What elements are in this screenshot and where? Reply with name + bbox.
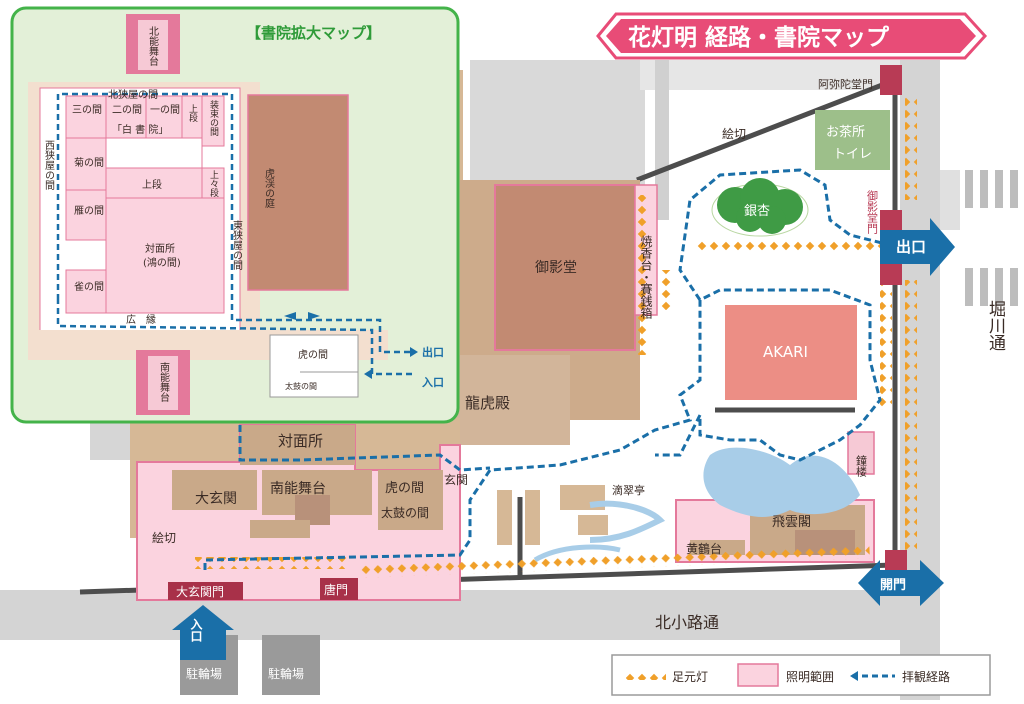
page-title: 花灯明 経路・書院マップ [628,24,890,51]
akari-building [725,305,857,400]
svg-text:雀の間: 雀の間 [74,281,104,293]
ginkgo-tree-icon [711,178,809,237]
daigenkan-gate-label: 大玄関門 [176,584,224,599]
ryukoden-label: 龍虎殿 [465,394,510,412]
horikawa-label: 堀川通 [985,300,1006,351]
karamon-gate-marker [320,578,358,600]
map-labels: 阿弥陀堂門 絵切 お茶所 トイレ 銀杏 御影堂門 出口 御影堂 焼香台・賽銭箱 … [152,77,1006,681]
svg-text:南能舞台: 南能舞台 [158,361,170,403]
genkan-label: 玄関 [444,472,468,487]
svg-text:東狭屋の間: 東狭屋の間 [231,219,243,271]
legend-lamp-label: 足元灯 [672,670,708,684]
daigenkan-gate-marker [168,582,243,600]
shoro-label: 鐘楼 [855,454,868,478]
akari-label: AKARI [763,343,808,361]
svg-text:装束の間: 装束の間 [208,99,219,137]
goeido-label: 御影堂 [535,260,577,276]
parking1-label: 駐輪場 [186,666,222,681]
svg-text:三の間: 三の間 [72,104,102,116]
svg-text:対面所: 対面所 [145,242,175,255]
legend-light-swatch [737,663,779,687]
kaimon-gate-marker [885,550,907,572]
inset-map: 【書院拡大マップ】 北能舞台 [10,6,460,424]
exit-arrow-icon[interactable] [880,218,955,276]
tekisui-label: 滴翠亭 [612,483,645,497]
svg-text:「白 書 院」: 「白 書 院」 [112,123,168,136]
kaimon-arrow-icon[interactable] [858,560,944,606]
svg-text:虎の間: 虎の間 [298,349,328,361]
goeido-building [494,184,636,351]
legend-lamp-swatch [626,672,666,680]
legend: 足元灯 照明範囲 拝観経路 [611,654,991,696]
svg-text:上段: 上段 [142,178,162,191]
svg-text:一の間: 一の間 [150,104,180,116]
svg-text:入口: 入口 [422,376,444,389]
shoro-building [847,431,875,475]
svg-text:太鼓の間: 太鼓の間 [285,381,317,391]
svg-text:広 縁: 広 縁 [126,313,156,326]
karamon-label: 唐門 [324,582,348,597]
legend-route-label: 拝観経路 [902,669,950,684]
shoko-label: 焼香台・賽銭箱 [639,235,653,319]
entrance-label: 入口 [189,618,203,643]
svg-text:(鴻の間): (鴻の間) [143,256,181,269]
foot-lamps [195,95,917,578]
svg-text:虎渓の庭: 虎渓の庭 [263,168,275,209]
parking2-label: 駐輪場 [268,666,304,681]
taimensho-label: 対面所 [278,432,323,450]
ginkgo-label: 銀杏 [744,204,770,219]
title-banner: 花灯明 経路・書院マップ [596,12,988,60]
legend-light-label: 照明範囲 [786,669,834,684]
svg-text:出口: 出口 [422,345,444,359]
amida-gate-marker [880,65,902,95]
svg-text:上々段: 上々段 [208,170,219,198]
minami-noh-label: 南能舞台 [270,481,326,497]
kitakoji-label: 北小路通 [655,613,719,632]
goei-gate-label: 御影堂門 [866,189,879,235]
svg-text:北能舞台: 北能舞台 [147,26,159,67]
ochaya-label: お茶所 [826,124,865,140]
kokakudai-label: 黄鶴台 [686,541,722,556]
exit-label: 出口 [896,238,926,256]
shiori2-label: 絵切 [152,530,176,545]
svg-text:北狭屋の間: 北狭屋の間 [108,88,158,101]
inset-title: 【書院拡大マップ】 [246,24,381,42]
parking-lot-2 [262,635,320,695]
svg-text:菊の間: 菊の間 [74,157,104,169]
svg-text:雁の間: 雁の間 [74,205,104,217]
ochaya-building [815,110,890,170]
entrance-arrow-icon[interactable] [172,605,234,660]
pond [703,447,860,517]
svg-text:西狭屋の間: 西狭屋の間 [43,140,55,191]
kaimon-label: 開門 [880,578,906,593]
taiko-label: 太鼓の間 [381,505,429,520]
viewing-route [203,168,891,570]
tora-label: 虎の間 [385,481,424,496]
amida-gate-label: 阿弥陀堂門 [818,77,873,91]
hiunkaku-label: 飛雲閣 [772,515,811,530]
daigenkan-label: 大玄関 [195,490,237,507]
toilet-label: トイレ [833,147,872,162]
svg-text:上段: 上段 [187,104,198,123]
shiori-label: 絵切 [722,126,746,141]
svg-text:二の間: 二の間 [112,104,142,116]
